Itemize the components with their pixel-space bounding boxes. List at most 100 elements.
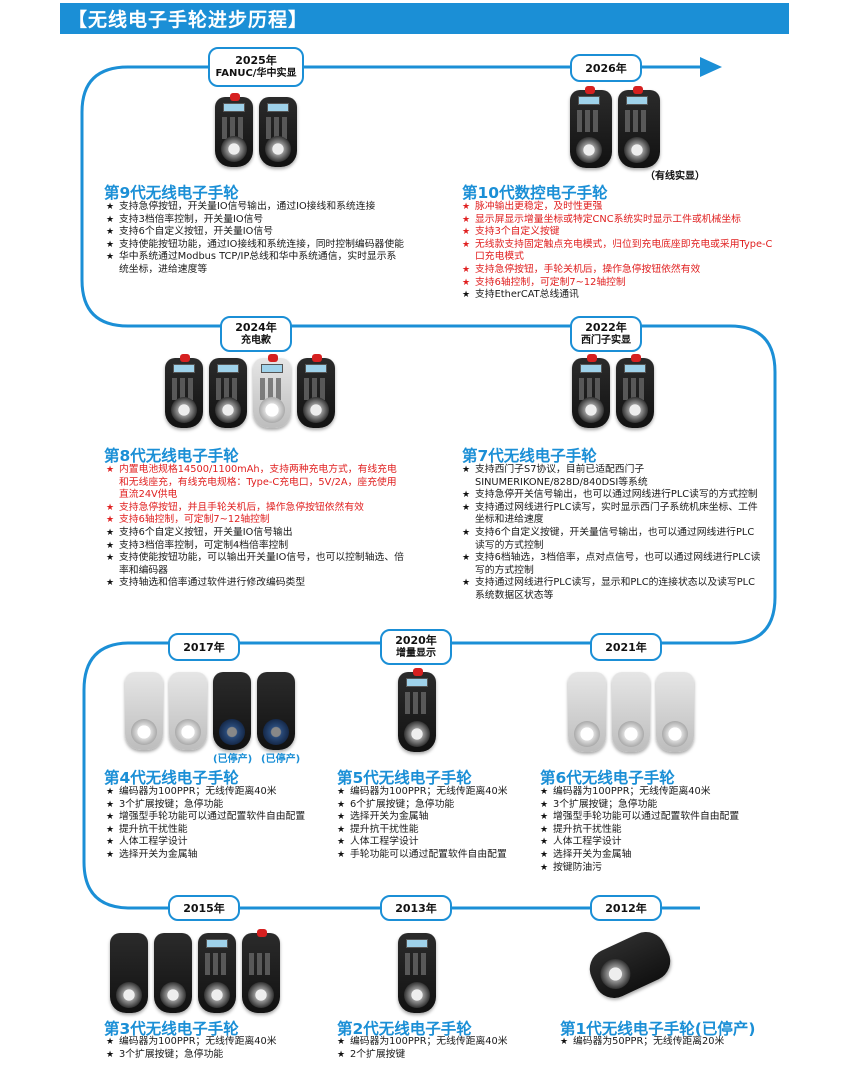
feature-item: 支持急停按钮，并且手轮关机后，操作急停按钮依然有效 bbox=[106, 502, 406, 515]
gen8-product-images bbox=[165, 354, 335, 428]
handwheel-image bbox=[125, 672, 163, 750]
feature-item: 支持6个自定义按钮，开关量IO信号 bbox=[106, 226, 406, 239]
milestone-year: 2015年 bbox=[183, 901, 225, 915]
feature-item: 支持使能按钮功能，通过IO接线和系统连接，同时控制编码器使能 bbox=[106, 239, 406, 252]
feature-item: 编码器为50PPR；无线传距离20米 bbox=[560, 1036, 780, 1049]
handwheel-image bbox=[165, 354, 203, 428]
gen3-features: 编码器为100PPR；无线传距离40米3个扩展按键；急停功能 bbox=[106, 1036, 334, 1061]
feature-item: 增强型手轮功能可以通过配置软件自由配置 bbox=[540, 811, 780, 824]
milestone-year: 2022年 bbox=[585, 321, 627, 334]
milestone-2020: 2020年 增量显示 bbox=[380, 629, 452, 665]
feature-item: 支持急停按钮，手轮关机后，操作急停按钮依然有效 bbox=[462, 264, 780, 277]
handwheel-image bbox=[209, 358, 247, 428]
feature-item: 增强型手轮功能可以通过配置软件自由配置 bbox=[106, 811, 334, 824]
gen5-features: 编码器为100PPR；无线传距离40米6个扩展按键；急停功能选择开关为金属轴提升… bbox=[337, 786, 533, 862]
gen5-title: 第5代无线电子手轮 bbox=[337, 769, 472, 787]
feature-item: 选择开关为金属轴 bbox=[337, 811, 533, 824]
feature-item: 支持6轴控制，可定制7~12轴控制 bbox=[106, 514, 406, 527]
milestone-year: 2013年 bbox=[395, 901, 437, 915]
handwheel-image bbox=[253, 354, 291, 428]
handwheel-image bbox=[169, 672, 207, 750]
feature-item: 华中系统通过Modbus TCP/IP总线和华中系统通信，实时显示系统坐标，进给… bbox=[106, 251, 406, 276]
feature-item: 2个扩展按键 bbox=[337, 1049, 557, 1062]
feature-item: 支持6档轴选，3档倍率，点对点信号，也可以通过网线进行PLC读写的方式控制 bbox=[462, 552, 762, 577]
handwheel-image bbox=[568, 672, 606, 752]
milestone-sub: FANUC/华中实显 bbox=[215, 68, 297, 79]
milestone-2022: 2022年 西门子实显 bbox=[570, 316, 642, 352]
gen1-title: 第1代无线电子手轮(已停产) bbox=[560, 1020, 756, 1038]
feature-item: 支持急停开关信号输出，也可以通过网线进行PLC读写的方式控制 bbox=[462, 489, 762, 502]
milestone-year: 2026年 bbox=[585, 61, 627, 75]
gen9-title: 第9代无线电子手轮 bbox=[104, 184, 239, 202]
milestone-2012: 2012年 bbox=[590, 895, 662, 921]
milestone-year: 2024年 bbox=[235, 321, 277, 334]
feature-item: 支持3个自定义按键 bbox=[462, 226, 780, 239]
gen1-features: 编码器为50PPR；无线传距离20米 bbox=[560, 1036, 780, 1049]
feature-item: 选择开关为金属轴 bbox=[106, 849, 334, 862]
gen2-product-images bbox=[398, 933, 436, 1013]
milestone-sub: 充电款 bbox=[241, 335, 271, 346]
feature-item: 选择开关为金属轴 bbox=[540, 849, 780, 862]
gen9-features: 支持急停按钮，开关量IO信号输出，通过IO接线和系统连接支持3档倍率控制，开关量… bbox=[106, 201, 406, 277]
feature-item: 提升抗干扰性能 bbox=[337, 824, 533, 837]
feature-item: 3个扩展按键；急停功能 bbox=[106, 1049, 334, 1062]
feature-item: 人体工程学设计 bbox=[540, 836, 780, 849]
gen3-product-images bbox=[110, 929, 280, 1013]
timeline-arrow bbox=[700, 57, 722, 77]
gen4-product-images bbox=[125, 672, 295, 750]
feature-item: 支持6个自定义按键，开关量信号输出，也可以通过网线进行PLC读写的方式控制 bbox=[462, 527, 762, 552]
gen6-product-images bbox=[568, 672, 694, 752]
feature-item: 脉冲输出更稳定，及时性更强 bbox=[462, 201, 780, 214]
feature-item: 3个扩展按键；急停功能 bbox=[106, 799, 334, 812]
feature-item: 人体工程学设计 bbox=[337, 836, 533, 849]
gen8-title: 第8代无线电子手轮 bbox=[104, 447, 239, 465]
handwheel-image bbox=[612, 672, 650, 752]
feature-item: 手轮功能可以通过配置软件自由配置 bbox=[337, 849, 533, 862]
milestone-sub: 西门子实显 bbox=[581, 335, 631, 346]
feature-item: 编码器为100PPR；无线传距离40米 bbox=[106, 786, 334, 799]
milestone-year: 2020年 bbox=[395, 634, 437, 647]
milestone-2021: 2021年 bbox=[590, 633, 662, 661]
feature-item: 编码器为100PPR；无线传距离40米 bbox=[337, 786, 533, 799]
milestone-year: 2012年 bbox=[605, 901, 647, 915]
gen4-title: 第4代无线电子手轮 bbox=[104, 769, 239, 787]
feature-item: 无线款支持固定触点充电模式，归位到充电底座即充电或采用Type-C口充电模式 bbox=[462, 239, 780, 264]
milestone-2026: 2026年 bbox=[570, 54, 642, 82]
milestone-2015: 2015年 bbox=[168, 895, 240, 921]
feature-item: 支持6轴控制，可定制7~12轴控制 bbox=[462, 277, 780, 290]
page-header: 【无线电子手轮进步历程】 bbox=[60, 3, 789, 34]
gen2-features: 编码器为100PPR；无线传距离40米2个扩展按键 bbox=[337, 1036, 557, 1061]
handwheel-image bbox=[616, 354, 654, 428]
handwheel-image bbox=[242, 929, 280, 1013]
milestone-year: 2021年 bbox=[605, 640, 647, 654]
handwheel-image bbox=[257, 672, 295, 750]
gen6-title: 第6代无线电子手轮 bbox=[540, 769, 675, 787]
handwheel-image bbox=[572, 354, 610, 428]
feature-item: 支持EtherCAT总线通讯 bbox=[462, 289, 780, 302]
milestone-2013: 2013年 bbox=[380, 895, 452, 921]
feature-item: 人体工程学设计 bbox=[106, 836, 334, 849]
feature-item: 支持使能按钮功能，可以输出开关量IO信号，也可以控制轴选、倍率和编码器 bbox=[106, 552, 406, 577]
feature-item: 提升抗干扰性能 bbox=[106, 824, 334, 837]
feature-item: 支持3档倍率控制，开关量IO信号 bbox=[106, 214, 406, 227]
gen6-features: 编码器为100PPR；无线传距离40米3个扩展按键；急停功能增强型手轮功能可以通… bbox=[540, 786, 780, 874]
milestone-year: 2017年 bbox=[183, 640, 225, 654]
handwheel-image bbox=[110, 933, 148, 1013]
gen9-product-images bbox=[215, 93, 297, 167]
gen2-title: 第2代无线电子手轮 bbox=[337, 1020, 472, 1038]
gen10-title: 第10代数控电子手轮 bbox=[462, 184, 608, 202]
handwheel-image bbox=[618, 86, 660, 168]
handwheel-image bbox=[398, 933, 436, 1013]
gen7-title: 第7代无线电子手轮 bbox=[462, 447, 597, 465]
gen1-product-images bbox=[583, 925, 677, 1005]
handwheel-image bbox=[154, 933, 192, 1013]
milestone-year: 2025年 bbox=[235, 54, 277, 67]
gen3-title: 第3代无线电子手轮 bbox=[104, 1020, 239, 1038]
gen10-product-images bbox=[570, 86, 660, 168]
handwheel-image bbox=[198, 933, 236, 1013]
feature-item: 支持轴选和倍率通过软件进行修改编码类型 bbox=[106, 577, 406, 590]
milestone-2025: 2025年 FANUC/华中实显 bbox=[208, 47, 304, 87]
feature-item: 提升抗干扰性能 bbox=[540, 824, 780, 837]
feature-item: 支持急停按钮，开关量IO信号输出，通过IO接线和系统连接 bbox=[106, 201, 406, 214]
